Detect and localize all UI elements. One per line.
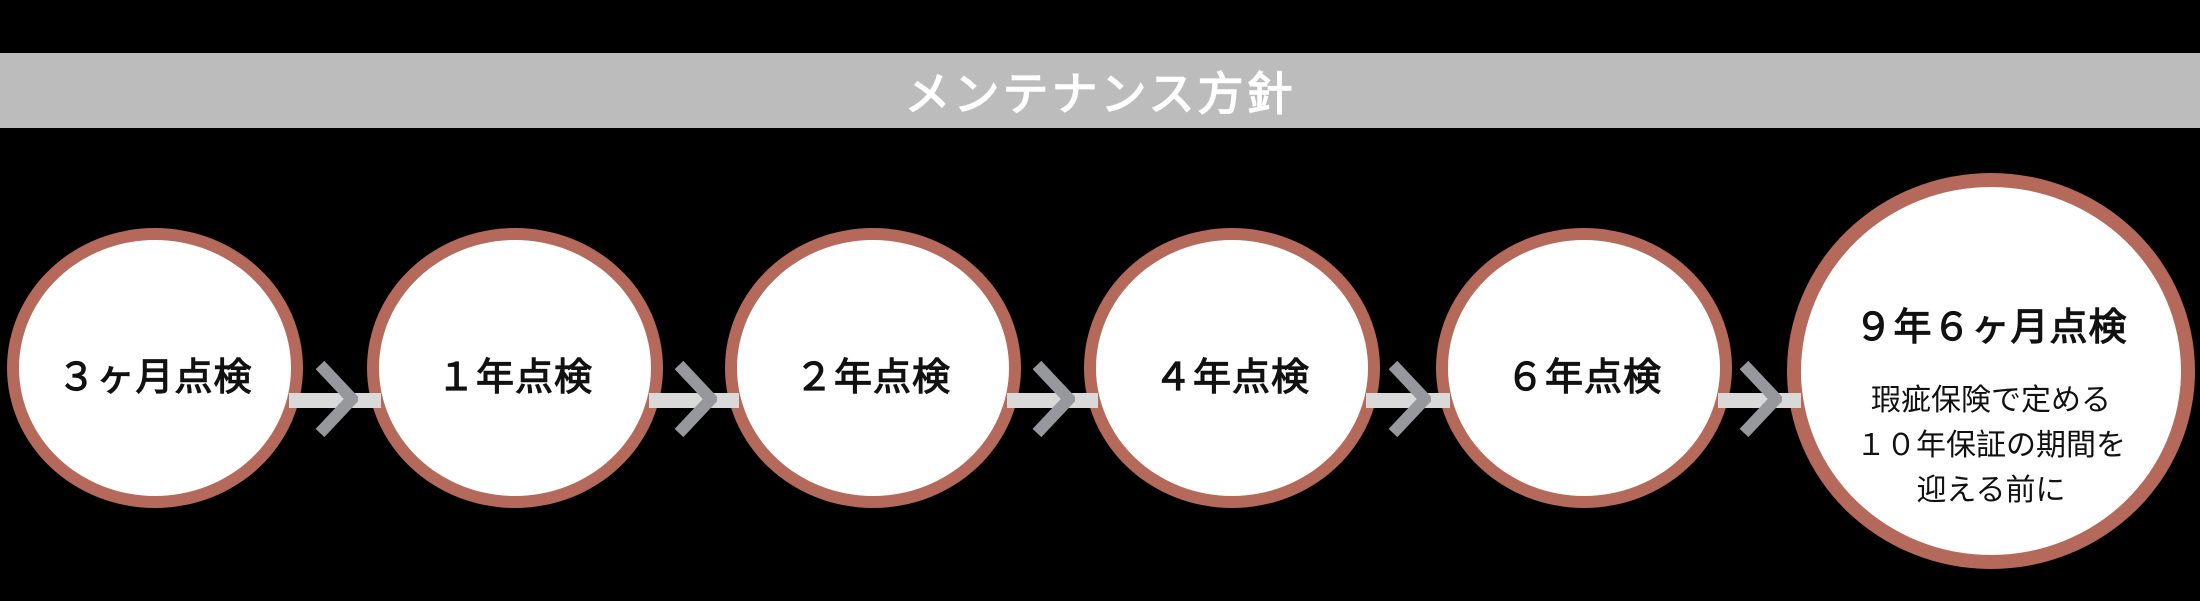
step-circle-3-months: ３ヶ月点検	[7, 228, 303, 508]
step-circle-6-year: ６年点検	[1436, 228, 1732, 508]
step-circle-final-9-year-6-month: ９年６ヶ月点検 瑕疵保険で定める １０年保証の期間を 迎える前に	[1787, 173, 2195, 569]
page-title: メンテナンス方針	[904, 67, 1296, 120]
chevron-right-icon	[674, 360, 717, 438]
connector-line	[1007, 393, 1098, 408]
step-circle-4-year: ４年点検	[1084, 228, 1380, 508]
step-label: ４年点検	[1153, 356, 1310, 399]
step-label: ２年点検	[794, 356, 951, 399]
step-circle-1-year: １年点検	[367, 228, 663, 508]
final-step-description-line: 瑕疵保険で定める	[1870, 383, 2111, 417]
final-step-title: ９年６ヶ月点検	[1854, 306, 2128, 349]
chevron-right-icon	[1739, 360, 1782, 438]
final-step-description-line: 迎える前に	[1916, 473, 2066, 507]
step-label: １年点検	[436, 356, 593, 399]
step-circle-2-year: ２年点検	[725, 228, 1021, 508]
final-step-content: ９年６ヶ月点検 瑕疵保険で定める １０年保証の期間を 迎える前に	[1854, 296, 2127, 513]
final-step-description-line: １０年保証の期間を	[1855, 428, 2126, 462]
chevron-right-icon	[1032, 360, 1075, 438]
chevron-right-icon	[1388, 360, 1431, 438]
step-label: ３ヶ月点検	[57, 356, 253, 399]
step-label: ６年点検	[1505, 356, 1662, 399]
header-bar: メンテナンス方針	[0, 53, 2200, 128]
chevron-right-icon	[315, 360, 358, 438]
connector-line	[289, 393, 381, 408]
